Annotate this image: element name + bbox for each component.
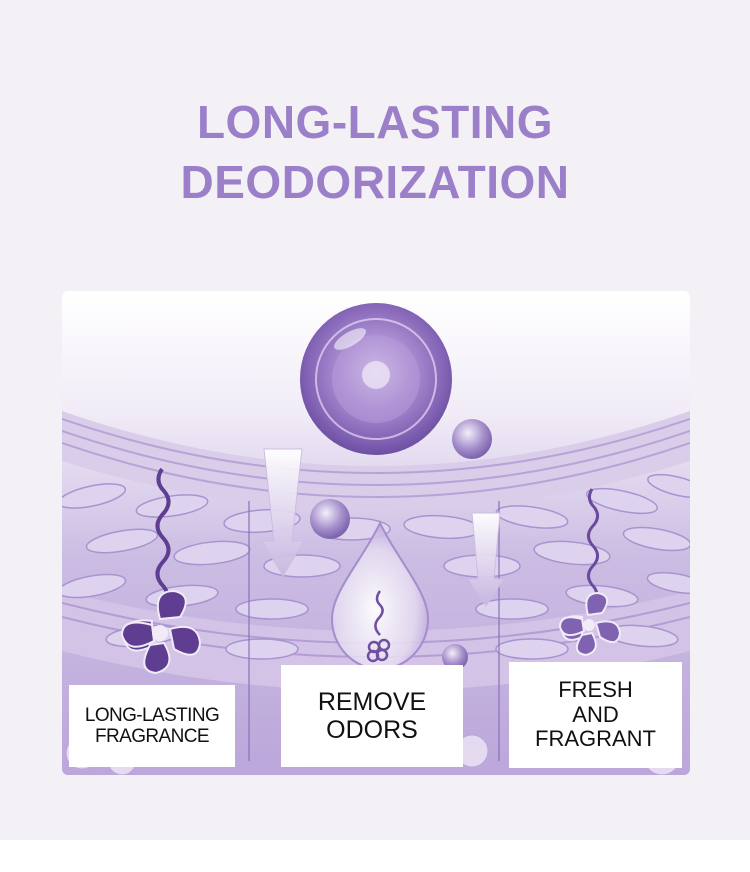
small-bubble-icon [452, 419, 492, 459]
flower-icon [558, 488, 622, 657]
absorbent-cells [62, 473, 690, 660]
arrow-down-icon [467, 512, 505, 607]
title-line-2: DEODORIZATION [180, 156, 570, 208]
arrow-down-icon [261, 448, 305, 577]
label-right-line-2: AND [572, 701, 619, 727]
bubble-icon [300, 303, 452, 455]
label-mid-line-2: ODORS [326, 716, 418, 744]
title-line-1: LONG-LASTING [196, 96, 554, 148]
label-right-line-1: FRESH [558, 677, 633, 703]
bottom-band [0, 840, 750, 872]
small-bubble-icon [310, 499, 350, 539]
page-title: LONG-LASTING DEODORIZATION [0, 92, 750, 212]
fiber-line-1 [62, 418, 690, 474]
fiber-layer-top [62, 411, 690, 511]
fiber-line-3 [62, 442, 690, 498]
label-right-line-3: FRAGRANT [535, 726, 656, 752]
fiber-line-2 [62, 430, 690, 486]
flower-icon [120, 467, 202, 675]
label-fresh-and-fragrant: FRESH AND FRAGRANT [509, 662, 682, 768]
small-bubble-icon [442, 644, 468, 670]
label-mid-line-1: REMOVE [317, 688, 427, 716]
label-left-line-2: FRAGRANCE [95, 726, 209, 747]
label-left-line-1: LONG-LASTING [84, 704, 220, 726]
label-long-lasting-fragrance: LONG-LASTING FRAGRANCE [69, 685, 235, 767]
label-remove-odors: REMOVE ODORS [281, 665, 463, 767]
